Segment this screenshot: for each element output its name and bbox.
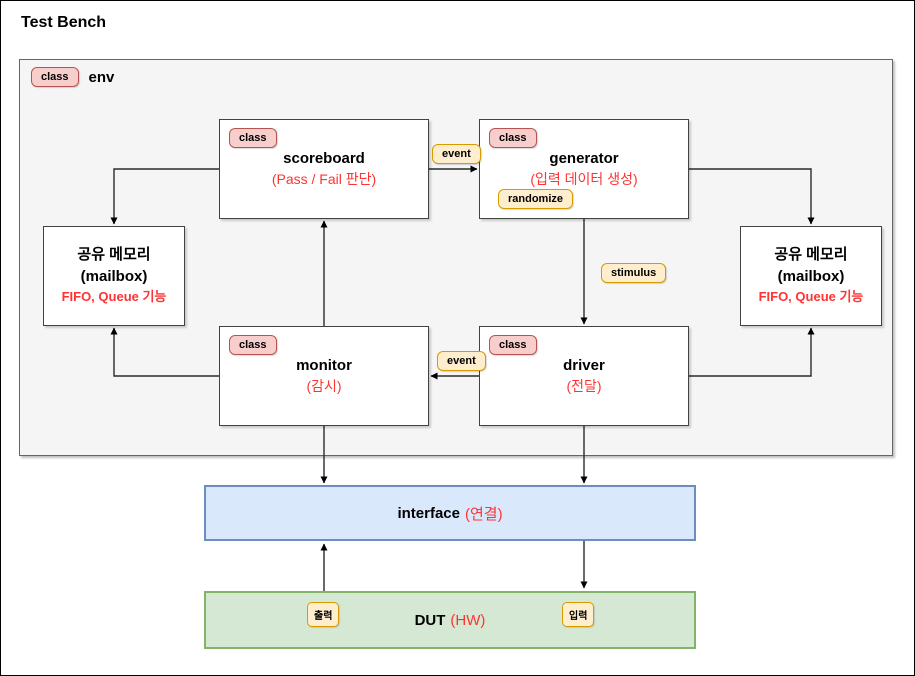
mailbox-right-line1: 공유 메모리	[774, 245, 848, 263]
dut-input-badge: 입력	[562, 602, 595, 627]
driver-title: driver	[563, 357, 605, 375]
interface-box: interface (연결)	[204, 485, 696, 541]
interface-title: interface	[397, 504, 460, 522]
generator-box: class generator (입력 데이터 생성) randomize	[479, 119, 689, 219]
stimulus-badge: stimulus	[601, 263, 667, 283]
mailbox-left-box: 공유 메모리 (mailbox) FIFO, Queue 기능	[43, 226, 185, 326]
dut-output-badge: 출력	[307, 602, 340, 627]
class-badge: class	[31, 67, 79, 87]
generator-title: generator	[549, 150, 619, 168]
class-badge: class	[489, 335, 537, 355]
event-badge-top: event	[432, 144, 481, 164]
mailbox-right-box: 공유 메모리 (mailbox) FIFO, Queue 기능	[740, 226, 882, 326]
driver-box: class driver (전달)	[479, 326, 689, 426]
diagram-title: Test Bench	[21, 14, 107, 31]
generator-subtitle: (입력 데이터 생성)	[530, 170, 638, 187]
mailbox-left-line2: (mailbox)	[80, 267, 148, 285]
mailbox-left-line1: 공유 메모리	[77, 245, 151, 263]
interface-subtitle: (연결)	[464, 505, 503, 523]
class-badge: class	[229, 128, 277, 148]
scoreboard-box: class scoreboard (Pass / Fail 판단)	[219, 119, 429, 219]
dut-title: DUT	[414, 611, 446, 629]
monitor-title: monitor	[296, 357, 352, 375]
monitor-subtitle: (감시)	[306, 377, 342, 394]
mailbox-right-line3: FIFO, Queue 기능	[758, 289, 864, 305]
class-badge: class	[229, 335, 277, 355]
randomize-badge: randomize	[498, 189, 574, 209]
scoreboard-title: scoreboard	[283, 150, 365, 168]
monitor-box: class monitor (감시)	[219, 326, 429, 426]
class-badge: class	[489, 128, 537, 148]
env-label: env	[88, 68, 115, 86]
env-header: class env	[31, 67, 114, 87]
mailbox-left-line3: FIFO, Queue 기능	[61, 289, 167, 305]
driver-subtitle: (전달)	[566, 377, 602, 394]
dut-box: 출력 DUT (HW) 입력	[204, 591, 696, 649]
dut-subtitle: (HW)	[450, 611, 486, 629]
mailbox-right-line2: (mailbox)	[777, 267, 845, 285]
event-badge-bottom: event	[437, 351, 486, 371]
scoreboard-subtitle: (Pass / Fail 판단)	[271, 170, 377, 187]
